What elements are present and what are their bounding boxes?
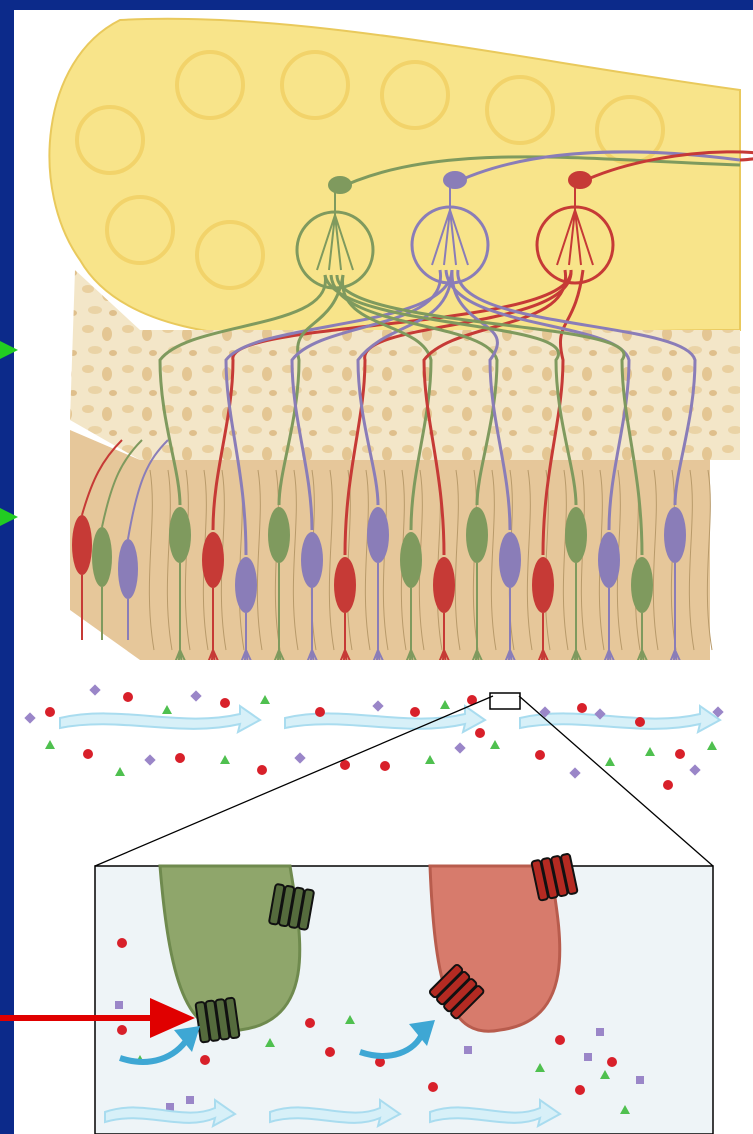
receptor-channel-icon <box>269 884 314 930</box>
receptor-neuron <box>118 539 138 599</box>
receptor-neuron <box>400 532 422 588</box>
receptor-neuron <box>169 507 191 563</box>
odorant-dot <box>117 1025 127 1035</box>
odorant-diamond <box>186 1096 194 1104</box>
receptor-neuron <box>499 532 521 588</box>
odorant-dot <box>340 760 350 770</box>
odorant-diamond <box>464 1046 472 1054</box>
odorant-dot <box>83 749 93 759</box>
odorant-dot <box>607 1057 617 1067</box>
receptor-neuron <box>334 557 356 613</box>
odorant-dot <box>257 765 267 775</box>
odorant-dot <box>380 761 390 771</box>
odorant-dot <box>663 780 673 790</box>
receptor-neuron <box>235 557 257 613</box>
mitral-cell <box>568 171 592 189</box>
mitral-cell <box>328 176 352 194</box>
receptor-neuron <box>598 532 620 588</box>
odorant-dot <box>45 707 55 717</box>
odorant-dot <box>220 698 230 708</box>
receptor-neuron <box>367 507 389 563</box>
odorant-dot <box>675 749 685 759</box>
odorant-dot <box>575 1085 585 1095</box>
odorant-dot <box>577 703 587 713</box>
receptor-neuron <box>532 557 554 613</box>
receptor-neuron <box>631 557 653 613</box>
odorant-dot <box>117 938 127 948</box>
mucus-layer <box>14 660 753 820</box>
odorant-dot <box>535 750 545 760</box>
receptor-neuron <box>268 507 290 563</box>
mitral-cell <box>443 171 467 189</box>
receptor-neuron <box>72 515 92 575</box>
odorant-dot <box>475 728 485 738</box>
odorant-dot <box>200 1055 210 1065</box>
odorant-diamond <box>636 1076 644 1084</box>
receptor-neuron <box>202 532 224 588</box>
odorant-diamond <box>596 1028 604 1036</box>
odorant-dot <box>175 753 185 763</box>
odorant-dot <box>635 717 645 727</box>
receptor-neuron <box>92 527 112 587</box>
receptor-channel-icon <box>195 998 239 1043</box>
receptor-neuron <box>433 557 455 613</box>
odorant-diamond <box>115 1001 123 1009</box>
receptor-neuron <box>565 507 587 563</box>
receptor-neuron <box>466 507 488 563</box>
odorant-diamond <box>584 1053 592 1061</box>
magnified-inset <box>95 853 713 1134</box>
receptor-neuron <box>301 532 323 588</box>
odorant-dot <box>315 707 325 717</box>
odorant-dot <box>325 1047 335 1057</box>
odorant-dot <box>410 707 420 717</box>
odorant-dot <box>305 1018 315 1028</box>
odorant-dot <box>555 1035 565 1045</box>
receptor-channel-icon <box>531 853 577 900</box>
odorant-dot <box>123 692 133 702</box>
receptor-neuron <box>664 507 686 563</box>
odorant-dot <box>428 1082 438 1092</box>
